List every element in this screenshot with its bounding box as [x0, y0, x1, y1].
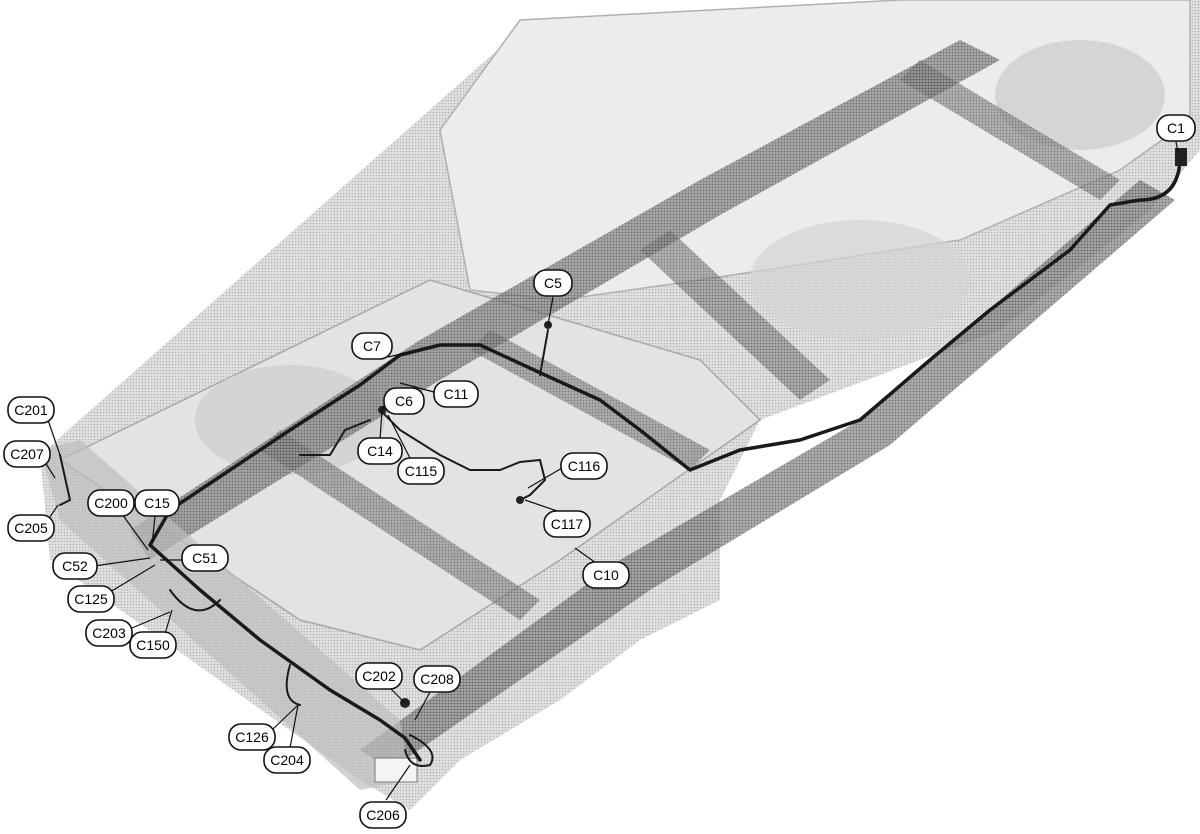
- c150-leader: [164, 609, 173, 635]
- svg-text:C1: C1: [1167, 120, 1185, 136]
- callout-c201[interactable]: C201: [7, 396, 55, 424]
- callout-c205[interactable]: C205: [7, 514, 55, 542]
- c115-leader: [387, 414, 413, 463]
- svg-text:C5: C5: [544, 275, 562, 291]
- c52-leader: [93, 557, 151, 567]
- callout-c115[interactable]: C115: [397, 457, 445, 485]
- svg-text:C208: C208: [420, 671, 454, 687]
- c14-leader: [379, 409, 383, 441]
- c208-leader: [414, 691, 431, 721]
- callout-c126[interactable]: C126: [228, 723, 276, 751]
- svg-text:C201: C201: [14, 402, 48, 418]
- svg-text:C200: C200: [94, 495, 128, 511]
- c126-loop: [285, 664, 301, 706]
- c201-leader: [47, 419, 61, 456]
- vehicle-body-illustration: [40, 0, 1200, 810]
- rear-bumper: [40, 440, 410, 790]
- svg-text:C14: C14: [367, 443, 393, 459]
- svg-text:C52: C52: [62, 558, 88, 574]
- callout-c150[interactable]: C150: [129, 631, 177, 659]
- c203-loop: [169, 589, 221, 612]
- rear-harness-run: [148, 543, 422, 762]
- svg-text:C115: C115: [405, 463, 438, 479]
- svg-text:C117: C117: [551, 516, 584, 532]
- c206-loop: [404, 734, 434, 767]
- c10-leader: [574, 547, 597, 564]
- c207-leader: [44, 461, 56, 479]
- cross-member-1: [260, 430, 540, 620]
- svg-text:C11: C11: [444, 386, 469, 402]
- svg-text:C202: C202: [362, 668, 396, 684]
- svg-text:C6: C6: [395, 393, 413, 409]
- cross-member-2: [470, 330, 710, 470]
- svg-text:C10: C10: [593, 567, 619, 583]
- callout-c208[interactable]: C208: [413, 665, 461, 693]
- callout-c15[interactable]: C15: [134, 489, 180, 517]
- c1-leader: [1175, 141, 1179, 153]
- wiring-harness: [59, 148, 1187, 767]
- c126-leader: [271, 704, 299, 731]
- callout-c204[interactable]: C204: [263, 746, 311, 774]
- callout-leaders: [44, 141, 1179, 801]
- svg-text:C207: C207: [10, 446, 44, 462]
- callout-c125[interactable]: C125: [67, 585, 115, 613]
- c200-leader: [121, 513, 149, 551]
- svg-text:C125: C125: [74, 591, 108, 607]
- callout-c5[interactable]: C5: [533, 269, 573, 297]
- svg-text:C203: C203: [92, 625, 126, 641]
- svg-text:C205: C205: [14, 520, 48, 536]
- rear-wheel-well: [195, 365, 385, 475]
- callout-c202[interactable]: C202: [355, 662, 403, 690]
- c5-leader: [547, 296, 554, 326]
- svg-text:C206: C206: [366, 807, 400, 823]
- c117-leader: [524, 499, 561, 513]
- c115-branch: [379, 409, 547, 501]
- c7-leader: [387, 351, 411, 358]
- callout-c117[interactable]: C117: [543, 510, 591, 538]
- callout-c200[interactable]: C200: [87, 489, 135, 517]
- callout-c116[interactable]: C116: [560, 452, 608, 480]
- svg-text:C51: C51: [192, 550, 218, 566]
- c116-leader: [527, 467, 563, 489]
- svg-text:C126: C126: [235, 729, 269, 745]
- c1-connector-body: [1175, 148, 1187, 166]
- callout-c10[interactable]: C10: [582, 561, 630, 589]
- svg-text:C116: C116: [568, 458, 601, 474]
- callout-c206[interactable]: C206: [359, 801, 407, 829]
- svg-text:C150: C150: [136, 637, 170, 653]
- connector-callouts: C1 C5 C6 C7 C10 C11 C14 C15 C51 C52 C115…: [3, 114, 1196, 829]
- c206-leader: [385, 764, 411, 801]
- callout-c6[interactable]: C6: [383, 387, 425, 415]
- svg-text:C15: C15: [144, 495, 170, 511]
- callout-c203[interactable]: C203: [85, 619, 133, 647]
- c14-branch: [299, 419, 371, 456]
- c15-leader: [151, 515, 156, 546]
- callout-c1[interactable]: C1: [1156, 114, 1196, 142]
- c116-connector-body: [516, 496, 524, 504]
- front-wheel-well: [995, 40, 1165, 150]
- c204-leader: [289, 704, 299, 749]
- callout-c207[interactable]: C207: [3, 440, 51, 468]
- callout-c7[interactable]: C7: [351, 332, 393, 360]
- c125-leader: [109, 564, 156, 593]
- cross-member-3: [640, 230, 830, 400]
- c11-leader: [399, 382, 435, 393]
- mid-wheel-well: [750, 220, 970, 340]
- callout-c11[interactable]: C11: [433, 380, 479, 408]
- cross-member-4: [900, 60, 1120, 200]
- svg-text:C7: C7: [363, 338, 381, 354]
- main-harness-run: [148, 158, 1182, 547]
- c203-leader: [131, 611, 171, 629]
- c5-branch: [539, 329, 549, 376]
- callout-c51[interactable]: C51: [181, 544, 229, 572]
- c201-lead: [59, 454, 72, 506]
- callout-c52[interactable]: C52: [52, 552, 98, 580]
- svg-text:C204: C204: [270, 752, 304, 768]
- callout-c14[interactable]: C14: [357, 437, 403, 465]
- c202-leader: [389, 687, 406, 704]
